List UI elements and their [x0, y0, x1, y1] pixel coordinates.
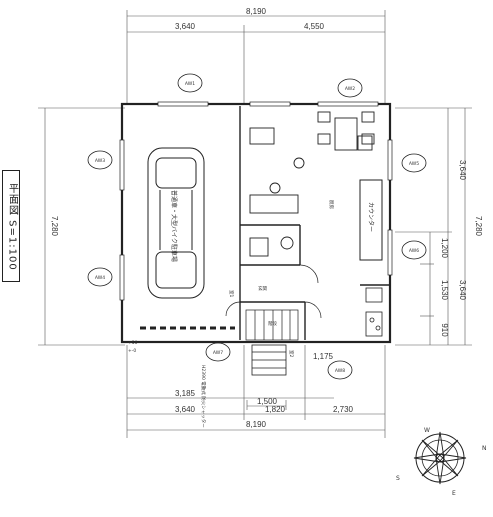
dim-top-total: 8,190 [246, 7, 267, 16]
exterior-walls [120, 102, 392, 344]
left-dimension-lines [38, 107, 125, 346]
dim-right-total: 7,280 [474, 216, 483, 237]
dim-bottom-1175: 1,175 [313, 352, 334, 361]
stair [245, 309, 299, 341]
wall-tag-d: AW4 [87, 267, 113, 287]
svg-text:AW7: AW7 [213, 350, 223, 356]
svg-text:AW6: AW6 [409, 248, 419, 254]
svg-text:AW2: AW2 [345, 86, 355, 92]
svg-text:AW8: AW8 [335, 368, 345, 374]
wall-tag-h: AW8 [327, 360, 353, 380]
counter [359, 179, 383, 261]
dim-left-total: 7,280 [50, 216, 59, 237]
dim-right-1200: 1,200 [440, 238, 449, 259]
dim-bottom-total: 8,190 [246, 420, 267, 429]
room-2-label: 室2 [288, 350, 295, 357]
entrance [251, 344, 287, 376]
dim-bottom-right: 2,730 [333, 405, 354, 414]
stair-label: 階段 [268, 320, 277, 327]
car-outline [147, 147, 205, 299]
dim-bottom-3185: 3,185 [175, 389, 196, 398]
interior-walls [239, 106, 390, 340]
bottom-dimension-lines [126, 345, 386, 438]
svg-text:AW3: AW3 [95, 158, 105, 164]
furniture [249, 127, 305, 257]
svg-text:AW4: AW4 [95, 275, 105, 281]
wall-tag-b: AW2 [337, 78, 363, 98]
dim-right-3640-bottom: 3,640 [458, 280, 467, 301]
dim-right-1530: 1,530 [440, 280, 449, 301]
door-swings [225, 264, 322, 319]
windows [119, 101, 393, 301]
garage-car-label: 普通車・大型バイク駐車場 [170, 190, 178, 262]
wall-tag-f: AW6 [401, 240, 427, 260]
entrance-label: 玄関 [258, 285, 267, 292]
svg-text:AW5: AW5 [409, 161, 419, 167]
top-dimension-lines [126, 10, 386, 105]
shutter-note: H2390 電動式 防火シャッター [200, 365, 207, 428]
counter-label: カウンター [367, 202, 375, 232]
kitchen-fixtures [365, 287, 383, 337]
level-marker-a: +50 [128, 340, 138, 346]
wall-tag-g: AW7 [205, 342, 231, 362]
drawing-title-box: 平面図 S=1:100 [2, 170, 20, 282]
dim-top-left: 3,640 [175, 22, 196, 31]
right-dimension-lines [395, 107, 472, 346]
level-marker-b: +-0 [128, 348, 136, 354]
compass-north: N [482, 445, 487, 452]
wall-tags: AW1 AW2 AW3 AW4 AW5 AW6 AW7 AW8 [87, 73, 427, 380]
compass-east: E [452, 490, 456, 497]
compass-rose [413, 431, 467, 485]
compass-west: W [424, 427, 430, 434]
wall-tag-c: AW3 [87, 150, 113, 170]
room-1-label: 室1 [228, 290, 235, 297]
wall-tag-a: AW1 [177, 73, 203, 93]
dim-top-right: 4,550 [304, 22, 325, 31]
dim-bottom-left: 3,640 [175, 405, 196, 414]
dim-right-910: 910 [440, 323, 449, 337]
drawing-title: 平面図 S=1:100 [6, 183, 18, 271]
compass-south: S [396, 475, 400, 482]
dim-right-3640-top: 3,640 [458, 160, 467, 181]
svg-text:AW1: AW1 [185, 81, 195, 87]
kitchen-label: 厨房 [328, 200, 335, 209]
wall-tag-e: AW5 [401, 153, 427, 173]
dining-table [317, 111, 375, 151]
dim-bottom-mid: 1,820 [265, 405, 286, 414]
dim-bottom-1500: 1,500 [257, 397, 278, 406]
